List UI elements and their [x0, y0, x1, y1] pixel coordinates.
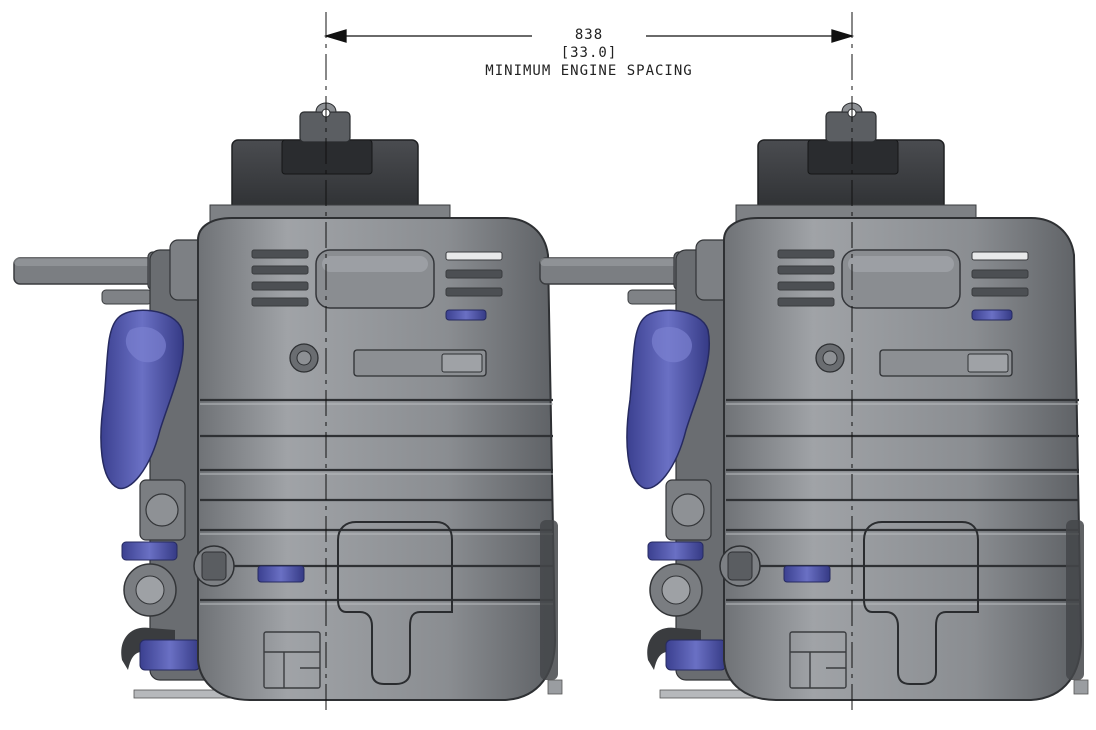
engine-right	[538, 101, 1090, 702]
arrow-right-icon	[831, 29, 855, 43]
dimension-label: MINIMUM ENGINE SPACING	[485, 63, 693, 79]
dimension-line	[323, 29, 855, 43]
arrow-left-icon	[323, 29, 347, 43]
dimension-value-inches: [33.0]	[560, 45, 618, 61]
dimension-value: 838	[574, 27, 604, 43]
engine-left	[12, 101, 564, 702]
